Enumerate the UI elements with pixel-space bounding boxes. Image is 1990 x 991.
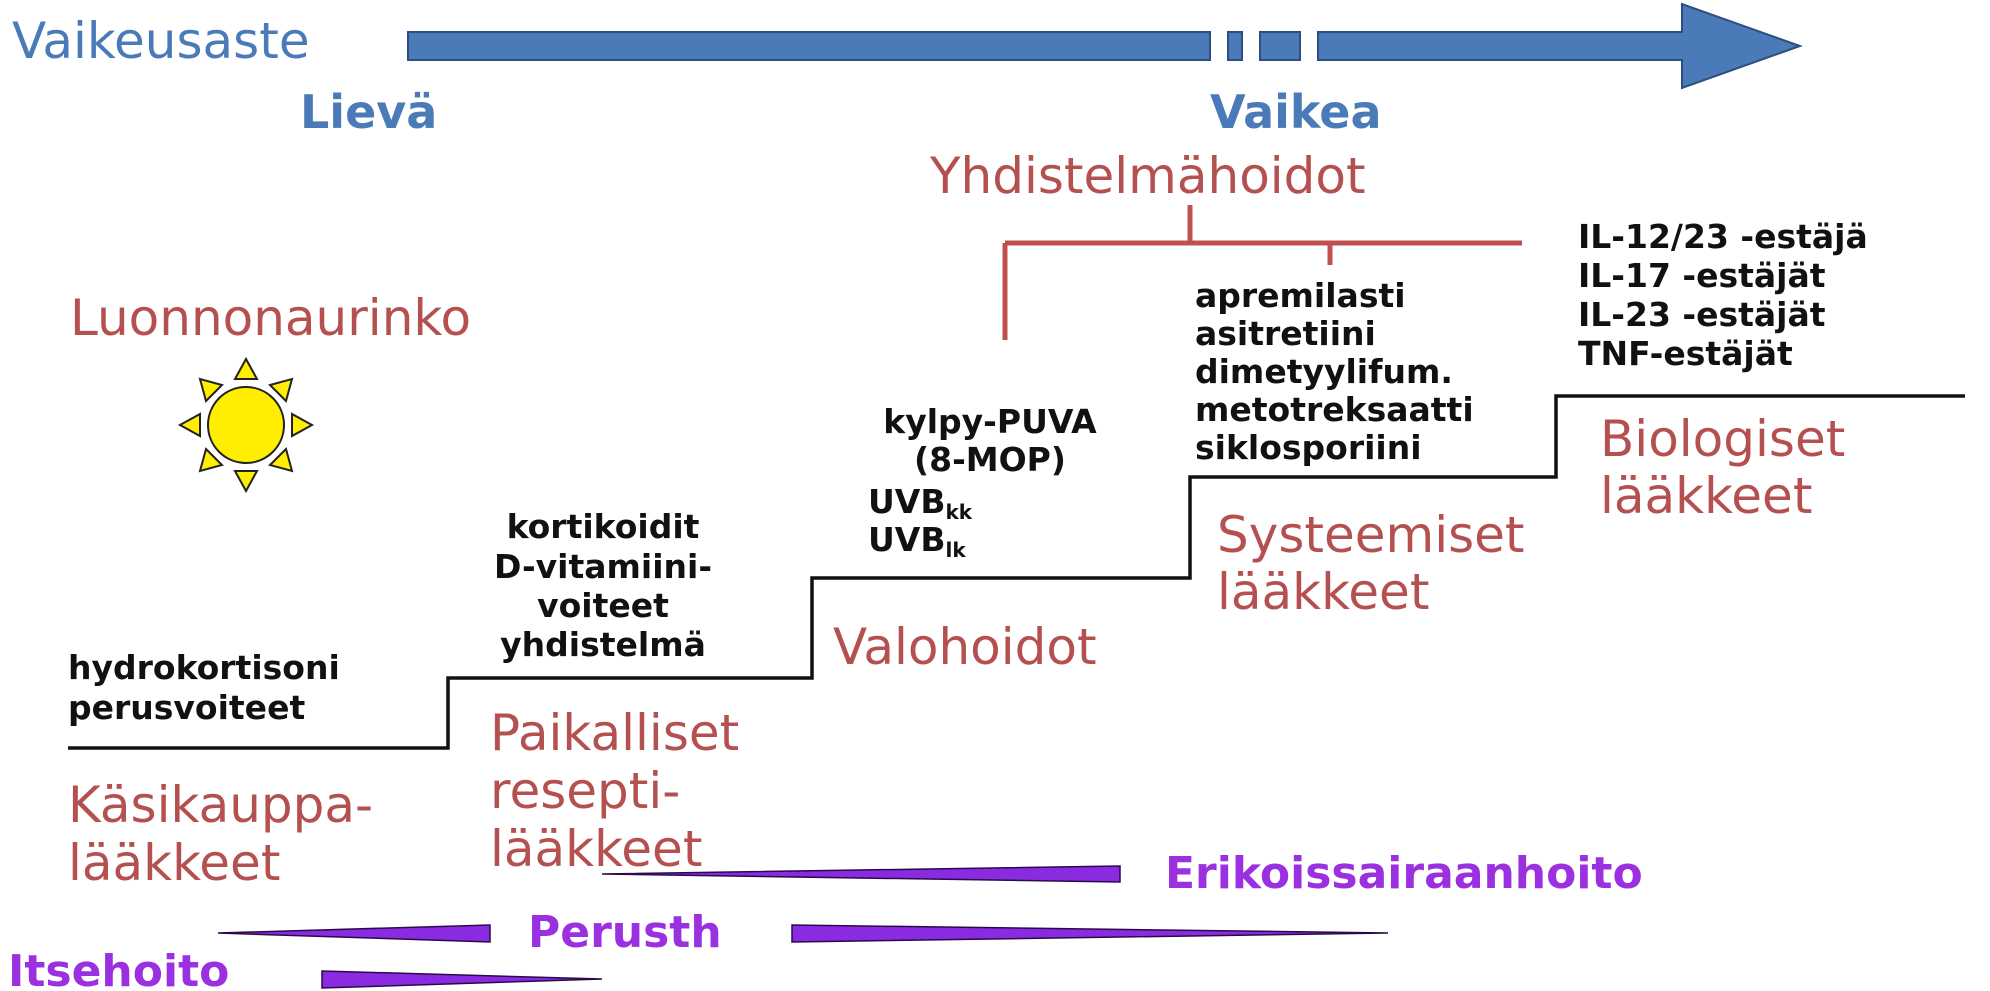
step-biologics: IL-12/23 -estäjä IL-17 -estäjät IL-23 -e… <box>1578 217 1868 525</box>
step-systemic: apremilasti asitretiini dimetyylifum. me… <box>1195 276 1525 621</box>
topical-item: D-vitamiini- <box>494 547 712 586</box>
severity-mild-label: Lievä <box>300 85 437 139</box>
systemic-category-label: Systeemiset <box>1217 506 1525 564</box>
treatment-staircase <box>68 394 1965 750</box>
severity-severe-label: Vaikea <box>1210 85 1382 139</box>
primary-care-wedge-left <box>217 924 491 943</box>
natural-sun-group: Luonnonaurinko <box>70 289 471 494</box>
otc-item: perusvoiteet <box>68 688 305 727</box>
systemic-item: asitretiini <box>1195 314 1376 353</box>
biologics-item: TNF-estäjät <box>1578 334 1793 373</box>
step-topical: kortikoidit D-vitamiini- voiteet yhdiste… <box>490 507 739 878</box>
biologics-item: IL-12/23 -estäjä <box>1578 217 1868 256</box>
otc-category-label: Käsikauppa- <box>68 776 373 834</box>
systemic-category-label: lääkkeet <box>1217 563 1429 621</box>
combination-therapy-label: Yhdistelmähoidot <box>929 147 1366 205</box>
severity-label: Vaikeusaste <box>12 12 310 70</box>
primary-care-wedge-right <box>791 924 1389 943</box>
biologics-item: IL-23 -estäjät <box>1578 295 1826 334</box>
phototherapy-category-label: Valohoidot <box>833 618 1097 676</box>
topical-category-label: lääkkeet <box>490 820 702 878</box>
systemic-item: dimetyylifum. <box>1195 352 1453 391</box>
natural-sun-label: Luonnonaurinko <box>70 289 471 347</box>
systemic-item: apremilasti <box>1195 276 1406 315</box>
severity-arrow: Vaikeusaste Lievä Vaikea <box>12 2 1803 139</box>
self-care-wedge <box>321 970 603 989</box>
biologics-item: IL-17 -estäjät <box>1578 256 1826 295</box>
step-phototherapy: kylpy-PUVA (8-MOP) UVBkk UVBlk Valohoido… <box>833 402 1097 676</box>
topical-category-label: Paikalliset <box>490 704 739 762</box>
systemic-item: metotreksaatti <box>1195 390 1474 429</box>
topical-item: yhdistelmä <box>500 625 706 664</box>
sun-icon <box>177 356 315 494</box>
specialist-care-wedge <box>601 865 1121 883</box>
arrow-right-icon <box>1317 2 1803 90</box>
phototherapy-uvb-item: UVBkk <box>868 482 973 524</box>
combination-therapy-group: Yhdistelmähoidot <box>929 147 1522 340</box>
phototherapy-item: (8-MOP) <box>914 440 1066 479</box>
otc-category-label: lääkkeet <box>68 834 280 892</box>
topical-item: voiteet <box>537 586 669 625</box>
systemic-item: siklosporiini <box>1195 428 1422 467</box>
phototherapy-item: kylpy-PUVA <box>883 402 1097 441</box>
biologics-category-label: Biologiset <box>1600 410 1845 468</box>
severity-arrow-segment-small <box>1227 31 1243 61</box>
otc-item: hydrokortisoni <box>68 648 340 687</box>
self-care-label: Itsehoito <box>8 946 229 991</box>
severity-arrow-segment-mid <box>1259 31 1301 61</box>
biologics-category-label: lääkkeet <box>1600 467 1812 525</box>
phototherapy-uvb-item: UVBlk <box>868 520 966 562</box>
care-levels: Erikoissairaanhoito Perusth Itsehoito <box>8 848 1643 991</box>
topical-item: kortikoidit <box>507 507 700 546</box>
specialist-care-label: Erikoissairaanhoito <box>1165 848 1643 899</box>
step-otc: hydrokortisoni perusvoiteet Käsikauppa- … <box>68 648 373 892</box>
severity-arrow-bar <box>407 31 1211 61</box>
topical-category-label: resepti- <box>490 762 680 820</box>
primary-care-label: Perusth <box>528 907 722 958</box>
